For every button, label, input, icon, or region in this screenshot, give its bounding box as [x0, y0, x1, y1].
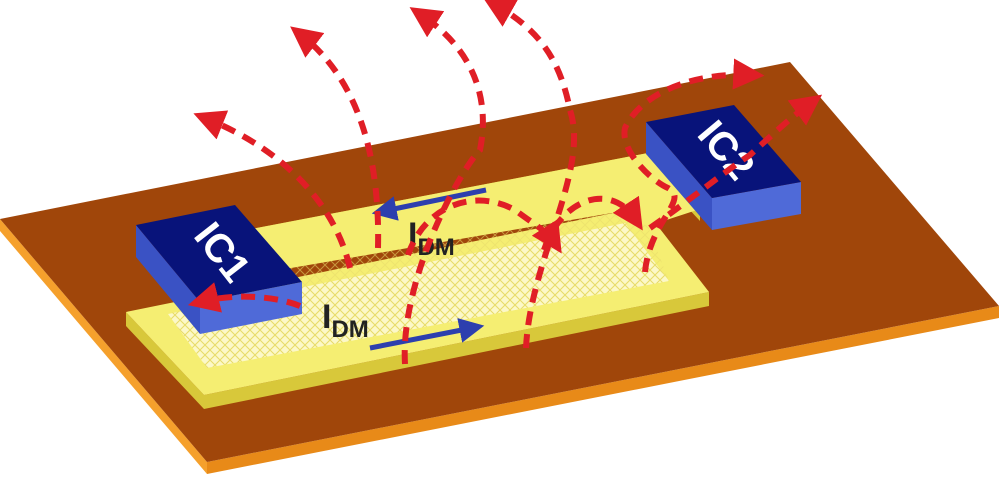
field-line-4: [483, 0, 577, 349]
ic1-side-front: [136, 225, 200, 334]
field-line-5: [405, 197, 562, 256]
board-edge-right: [207, 306, 999, 474]
ic1-top: [136, 205, 302, 302]
field-line-8: [648, 94, 823, 231]
field-line-9: [187, 282, 302, 313]
current-arrow-top: [371, 187, 487, 221]
radiated-field-lines: [187, 0, 823, 365]
ic2-top: [646, 105, 801, 198]
board-edge-front: [0, 219, 207, 474]
field-line-1: [193, 110, 353, 269]
current-label-bottom: IDM: [322, 298, 369, 343]
current-label-top: IDM: [408, 216, 455, 261]
current-indicators: IDM IDM: [322, 187, 487, 351]
ic2-chip: IC2: [646, 105, 801, 230]
ic1-side-right: [200, 282, 302, 334]
ic1-chip: IC1: [136, 205, 302, 334]
field-line-2: [290, 26, 382, 249]
ic2-side-front: [646, 122, 712, 230]
field-line-3: [401, 7, 486, 365]
current-arrow-bottom: [369, 318, 485, 351]
field-line-7: [621, 58, 765, 273]
